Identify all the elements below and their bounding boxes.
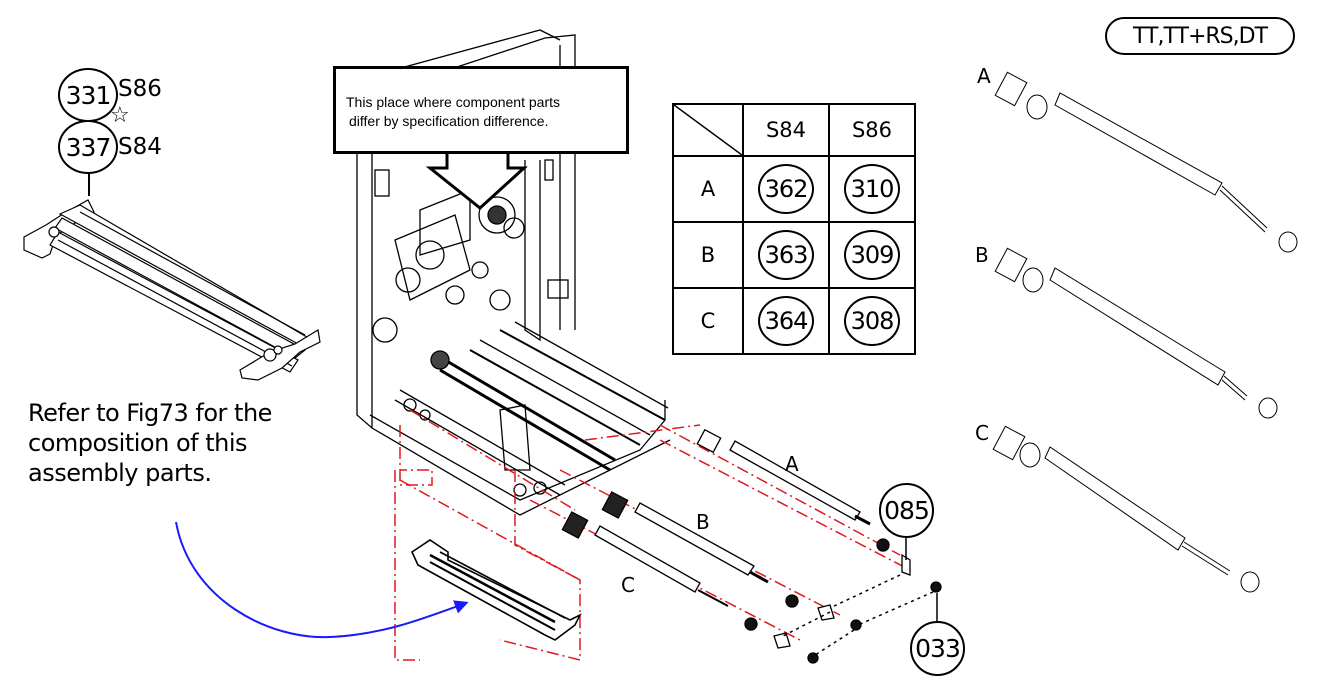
row-label: B [672,221,744,289]
table-cell: 309 [828,221,916,289]
table-header-row: S84 S86 [672,103,916,157]
table-row: A 362 310 [672,155,916,223]
diagonal-divider [674,105,742,155]
part-badge-033: 033 [910,621,965,676]
part-badge-337: 337 [58,120,118,174]
exploded-label-b: B [696,510,710,534]
row-label: C [672,287,744,355]
column-header: S86 [828,103,916,157]
detail-roller-b [994,247,1278,419]
row-label: A [672,155,744,223]
part-badge: 309 [844,230,900,280]
table-cell: 308 [828,287,916,355]
exploded-rollers [561,428,942,664]
table-row: C 364 308 [672,287,916,355]
exploded-roller-a [696,428,871,526]
callout-line-2: differ by specification difference. [349,113,549,129]
lower-assembly-illustration [410,539,582,641]
reference-note: Refer to Fig73 for the composition of th… [28,398,272,488]
callout-text: This place where component parts differ … [346,93,560,131]
part-badge-085: 085 [879,483,934,538]
detail-label-b: B [975,243,989,267]
reference-arrow [175,521,469,639]
table-cell: 310 [828,155,916,223]
assembly-centerlines [394,409,911,661]
table-cell: 363 [742,221,830,289]
reference-note-line-1: Refer to Fig73 for the [28,399,272,427]
table-corner-cell [672,103,744,157]
screw-guide-lines [782,574,934,658]
spec-label-s86: S86 [118,76,162,102]
specification-badge: TT,TT+RS,DT [1105,17,1295,55]
part-badge: 363 [758,230,814,280]
exploded-roller-b [601,491,769,584]
detail-rollers [992,71,1298,593]
table-cell: 364 [742,287,830,355]
spec-label-s84: S84 [118,134,162,160]
star-icon: ☆ [110,103,130,128]
table-row: B 363 309 [672,221,916,289]
reference-note-line-2: composition of this [28,429,248,457]
exploded-roller-c [561,511,729,607]
callout-box: This place where component parts differ … [333,66,629,154]
top-left-assembly-illustration [23,172,321,381]
part-badge-331: 331 [58,68,118,122]
part-badge: 364 [758,296,814,346]
part-badge: 308 [844,296,900,346]
spec-parts-table: S84 S86 A 362 310 B 363 309 C 364 308 [672,103,916,355]
reference-note-line-3: assembly parts. [28,459,212,487]
callout-pointer [425,152,528,210]
detail-label-a: A [977,64,991,88]
column-header: S84 [742,103,830,157]
part-badge: 362 [758,164,814,214]
exploded-label-a: A [785,452,799,476]
callout-line-1: This place where component parts [346,94,560,110]
detail-label-c: C [975,421,989,445]
table-cell: 362 [742,155,830,223]
exploded-label-c: C [621,573,635,597]
detail-roller-c [992,425,1260,593]
detail-roller-a [994,71,1298,253]
part-badge: 310 [844,164,900,214]
